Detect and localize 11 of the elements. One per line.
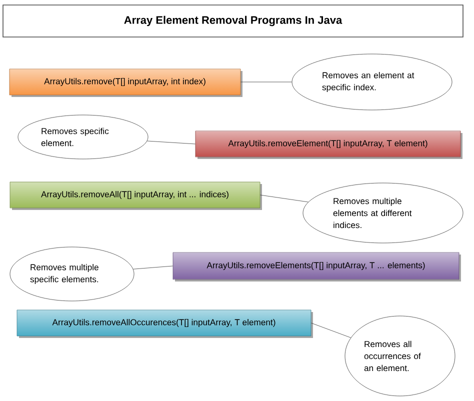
callout-bubble: Removes specific element. (18, 114, 148, 160)
callout-bubble: Removes an element at specific index. (292, 54, 452, 110)
method-box: ArrayUtils.removeElements(T[] inputArray, T ... elements) (172, 252, 461, 282)
method-box: ArrayUtils.removeAll(T[] inputArray, int ... indices) (10, 182, 262, 210)
method-box: ArrayUtils.remove(T[] inputArray, int index) (9, 68, 242, 97)
callout-bubble: Removes multiple elements at different indices. (302, 182, 464, 244)
title-box: Array Element Removal Programs In Java (2, 4, 464, 38)
callout-bubble: Removes all occurrences of an element. (344, 316, 456, 396)
method-box: ArrayUtils.removeAllOccurences(T[] inputArray, T element) (16, 310, 313, 338)
callout-bubble: Removes multiple specific elements. (10, 246, 134, 302)
method-box: ArrayUtils.removeElement(T[] inputArray, T element) (195, 130, 462, 159)
